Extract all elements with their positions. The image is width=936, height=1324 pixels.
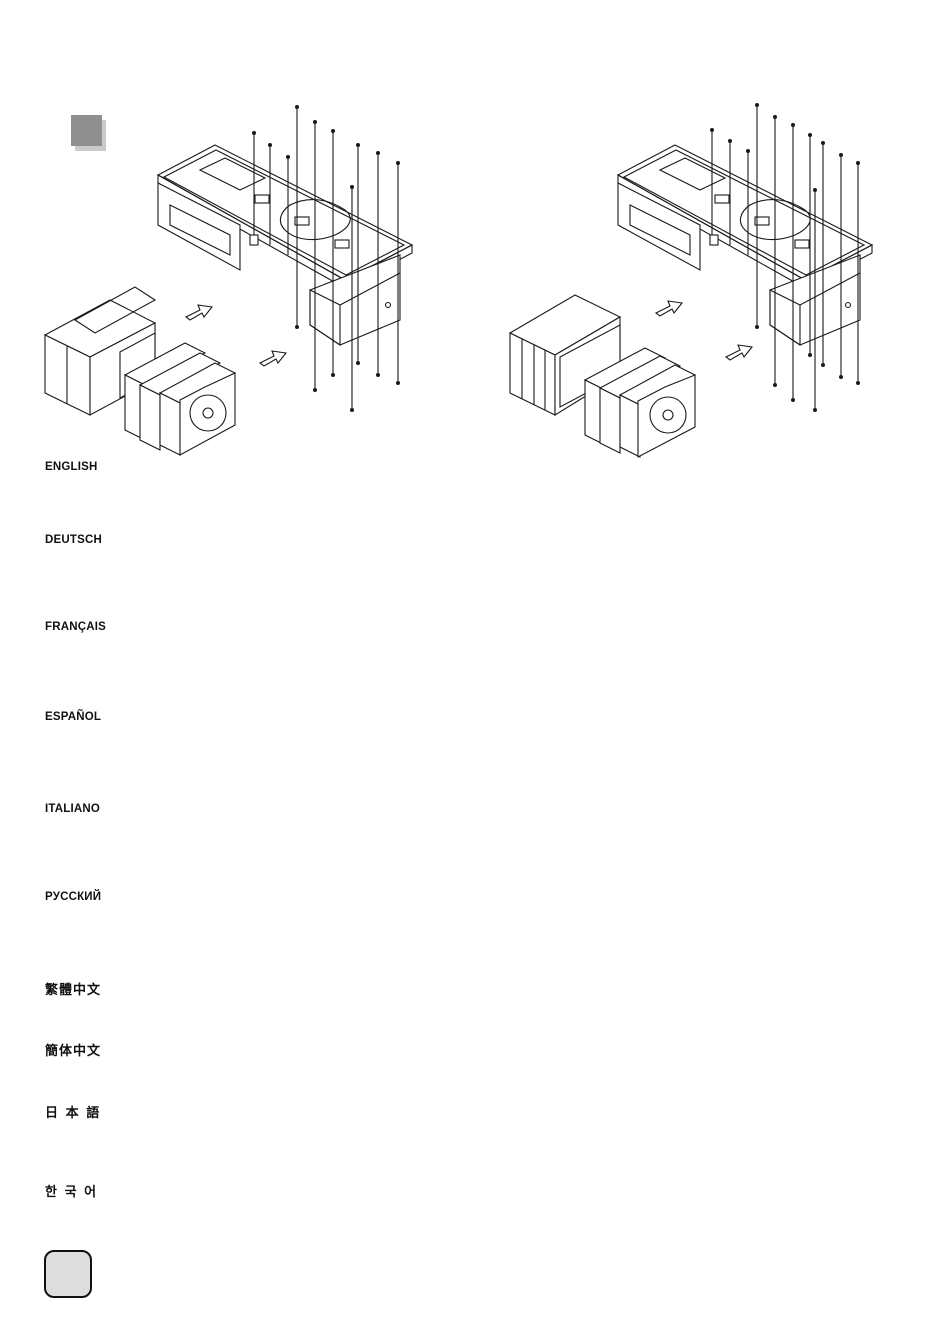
arrow-upper-icon: [186, 305, 212, 320]
arrow-lower-icon: [726, 345, 752, 360]
language-heading-francais: FRANÇAIS: [45, 621, 106, 633]
assembly-illustration-right: [500, 95, 880, 475]
language-heading-deutsch: DEUTSCH: [45, 534, 102, 546]
arrow-upper-icon: [656, 301, 682, 316]
language-heading-espanol: ESPAÑOL: [45, 711, 101, 723]
arrow-lower-icon: [260, 351, 286, 366]
language-heading-japanese: 日 本 語: [45, 1102, 101, 1121]
page-tab: [44, 1250, 92, 1298]
chassis-exploded-view: [40, 95, 420, 475]
language-heading-traditional-chinese: 繁體中文: [45, 979, 101, 998]
language-heading-korean: 한 국 어: [45, 1181, 98, 1200]
language-heading-russian: РУССКИЙ: [45, 891, 101, 903]
language-heading-english: ENGLISH: [45, 461, 98, 473]
chassis-exploded-view-alt: [500, 95, 880, 475]
language-heading-italiano: ITALIANO: [45, 803, 100, 815]
language-heading-simplified-chinese: 簡体中文: [45, 1040, 101, 1059]
assembly-illustration-left: [40, 95, 420, 475]
